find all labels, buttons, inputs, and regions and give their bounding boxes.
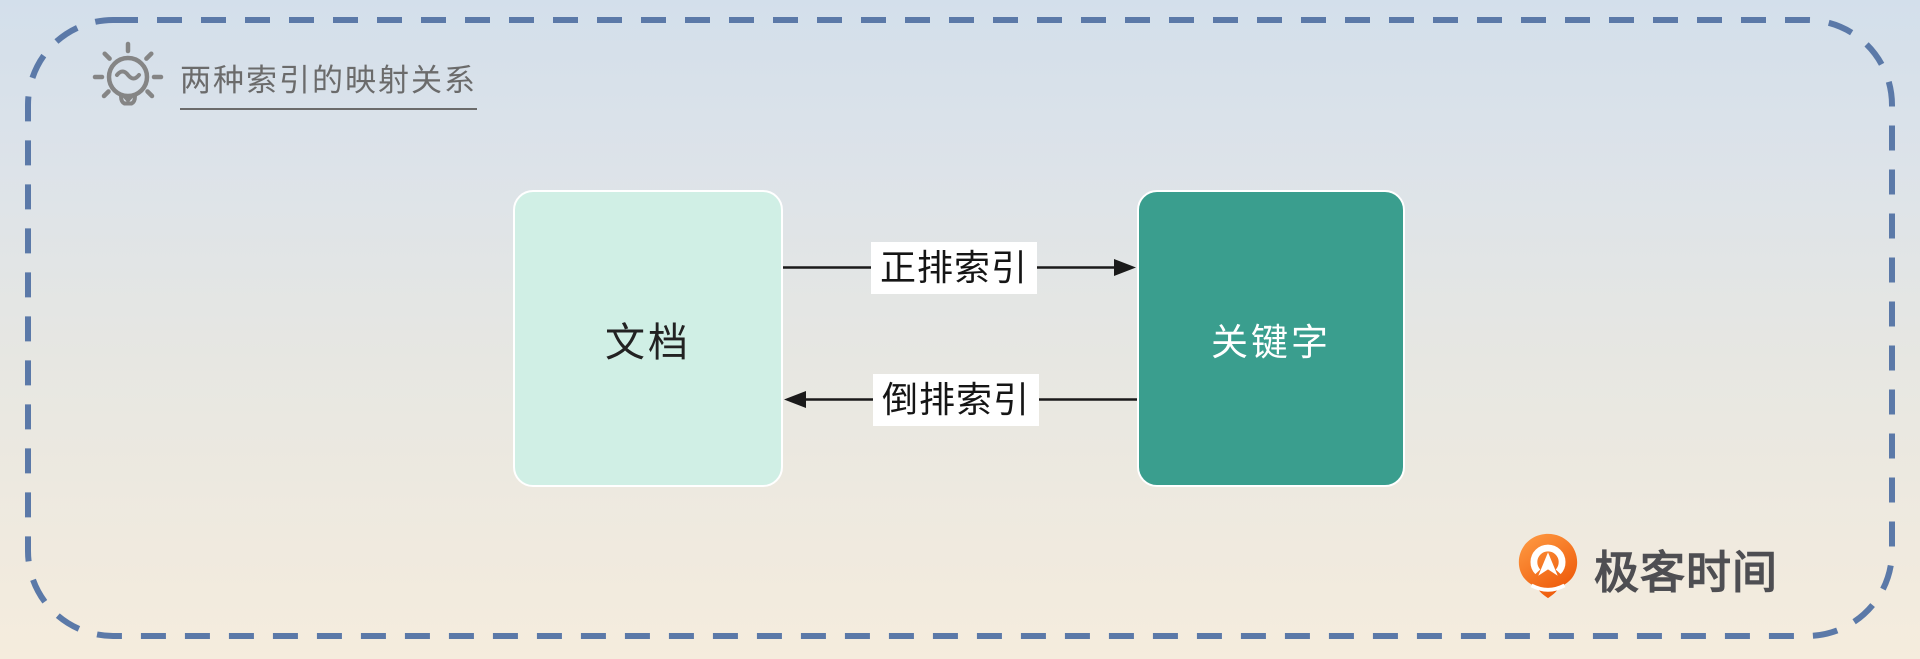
node-document-label: 文档 xyxy=(605,320,691,365)
edge-label-inverted-index: 倒排索引 xyxy=(872,374,1040,426)
lightbulb-icon xyxy=(90,40,166,125)
node-keyword: 关键字 xyxy=(1137,190,1405,487)
diagram-title: 两种索引的映射关系 xyxy=(180,55,477,110)
node-document: 文档 xyxy=(513,190,783,487)
header: 两种索引的映射关系 xyxy=(90,40,477,125)
edge-label-forward-index: 正排索引 xyxy=(870,242,1038,294)
node-keyword-label: 关键字 xyxy=(1211,321,1331,363)
brand-logo-text: 极客时间 xyxy=(1594,547,1779,598)
geektime-logo-icon xyxy=(1512,531,1584,606)
brand-logo: 极客时间 xyxy=(1512,531,1778,606)
